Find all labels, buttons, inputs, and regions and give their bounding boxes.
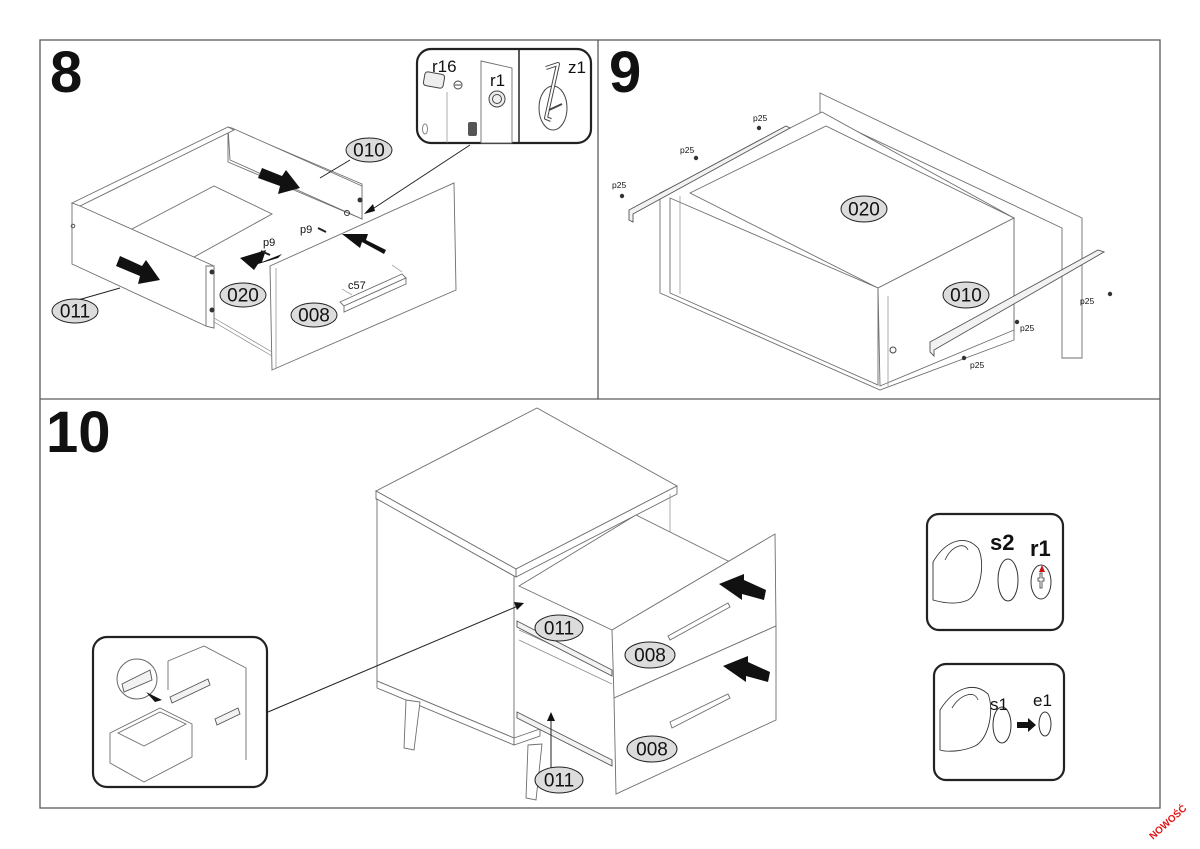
- drawer-slide-rail-right: [929, 249, 1106, 358]
- push-arrow-icon: [342, 234, 386, 254]
- cabinet-leg: [403, 699, 421, 751]
- svg-text:008: 008: [634, 646, 666, 667]
- fastener-detail-inset: r16 r1 z1: [364, 47, 593, 214]
- drawer-front-008: [269, 182, 457, 371]
- part-label-010: 010: [319, 137, 393, 179]
- label-e1: e1: [1033, 691, 1052, 710]
- cam-lock-r1-icon: [1030, 564, 1052, 600]
- screw-p25: [1014, 319, 1020, 325]
- cover-cap-s2-icon: [997, 558, 1019, 602]
- part-label-011-lower: 011: [534, 766, 584, 794]
- screw-p25: [961, 355, 967, 361]
- hardware-label-p25: p25: [1020, 323, 1034, 333]
- panel-frames: [39, 39, 1161, 809]
- step-10-panel: 10: [46, 400, 1066, 801]
- label-s2: s2: [990, 530, 1014, 555]
- drawer-rail-detail-inset: [91, 635, 269, 789]
- hardware-label-p9: p9: [300, 224, 312, 236]
- cap-detail-s1-e1: s1 e1: [932, 662, 1066, 782]
- upper-drawer-handle: [667, 602, 731, 641]
- step-9-panel: 9: [609, 40, 1113, 391]
- hardware-label-p25: p25: [753, 113, 767, 123]
- label-r1: r1: [490, 71, 505, 90]
- hardware-label-p9: p9: [263, 237, 275, 249]
- hardware-label-p25: p25: [970, 360, 984, 370]
- step-number: 8: [50, 40, 82, 105]
- cam-lock-r1-icon: [468, 90, 506, 136]
- connector-bolt-r16-icon: [422, 71, 463, 90]
- push-arrow-icon: [258, 168, 300, 194]
- svg-text:008: 008: [298, 306, 330, 327]
- drawer-slide-rail-left: [628, 125, 791, 223]
- part-label-020: 020: [840, 195, 888, 223]
- part-label-020: 020: [219, 282, 267, 308]
- thumb-icon: [939, 687, 992, 752]
- nightstand-illustration: [267, 407, 777, 801]
- hardware-label-p25: p25: [1080, 296, 1094, 306]
- dowel: [209, 269, 215, 275]
- pointer-arrow-icon: [514, 602, 524, 610]
- drawer-illustration: [70, 126, 457, 371]
- screw-p25: [756, 125, 762, 131]
- step-8-panel: 8: [50, 40, 593, 371]
- connector-e1-icon: [1038, 711, 1052, 737]
- push-arrow-icon: [719, 574, 766, 600]
- screwdriver-z1-icon: [538, 62, 568, 131]
- cabinet-leg: [525, 743, 543, 801]
- lower-drawer-handle: [669, 693, 731, 729]
- svg-text:011: 011: [544, 771, 574, 792]
- screw-p25: [693, 155, 699, 161]
- label-z1: z1: [568, 58, 586, 77]
- svg-text:011: 011: [60, 302, 90, 323]
- hardware-label-p25: p25: [612, 180, 626, 190]
- svg-text:010: 010: [353, 141, 385, 162]
- cam-lock: [344, 210, 350, 216]
- push-arrow-icon: [116, 256, 160, 284]
- part-label-008-upper: 008: [624, 641, 676, 669]
- part-label-008: 008: [290, 302, 338, 328]
- pointer-arrow-icon: [547, 712, 555, 721]
- cover-cap-s1-icon: [992, 706, 1012, 744]
- direction-arrow-icon: [1039, 565, 1045, 572]
- part-label-011-upper: 011: [534, 614, 584, 642]
- screw-p9: [317, 227, 327, 233]
- screw-p9: [260, 250, 271, 256]
- arrow-right-icon: [1017, 718, 1036, 732]
- hardware-label-c57: c57: [348, 280, 366, 292]
- step-number: 9: [609, 40, 641, 105]
- pointer-arrow-icon: [364, 204, 375, 214]
- screw-p25: [619, 193, 625, 199]
- screws-p25: [619, 125, 1113, 361]
- back-panel: [227, 126, 363, 220]
- step-number: 10: [46, 400, 111, 465]
- drawer-underside-illustration: [619, 92, 1113, 391]
- label-r16: r16: [432, 57, 457, 76]
- drawer-slide-rail-lower: [516, 711, 613, 767]
- svg-text:020: 020: [227, 286, 259, 307]
- side-panel-edge: [205, 265, 215, 329]
- svg-text:008: 008: [636, 740, 668, 761]
- dowel: [209, 307, 215, 313]
- push-arrow-icon: [240, 250, 282, 270]
- hardware-label-p25: p25: [680, 145, 694, 155]
- label-r1: r1: [1030, 536, 1051, 561]
- svg-text:010: 010: [950, 286, 982, 307]
- part-label-011: 011: [51, 287, 121, 324]
- cap-detail-s2-r1: s2 r1: [925, 512, 1065, 632]
- thumb-icon: [932, 540, 983, 604]
- push-arrow-icon: [723, 656, 770, 682]
- svg-text:011: 011: [544, 619, 574, 640]
- outer-frame: [39, 39, 1161, 809]
- part-label-008-lower: 008: [626, 735, 678, 763]
- drawer-front-side: [669, 197, 879, 386]
- screw-p25: [1107, 291, 1113, 297]
- dowel: [357, 197, 363, 203]
- label-s1: s1: [990, 695, 1008, 714]
- part-label-010: 010: [942, 281, 990, 309]
- svg-text:020: 020: [848, 200, 880, 221]
